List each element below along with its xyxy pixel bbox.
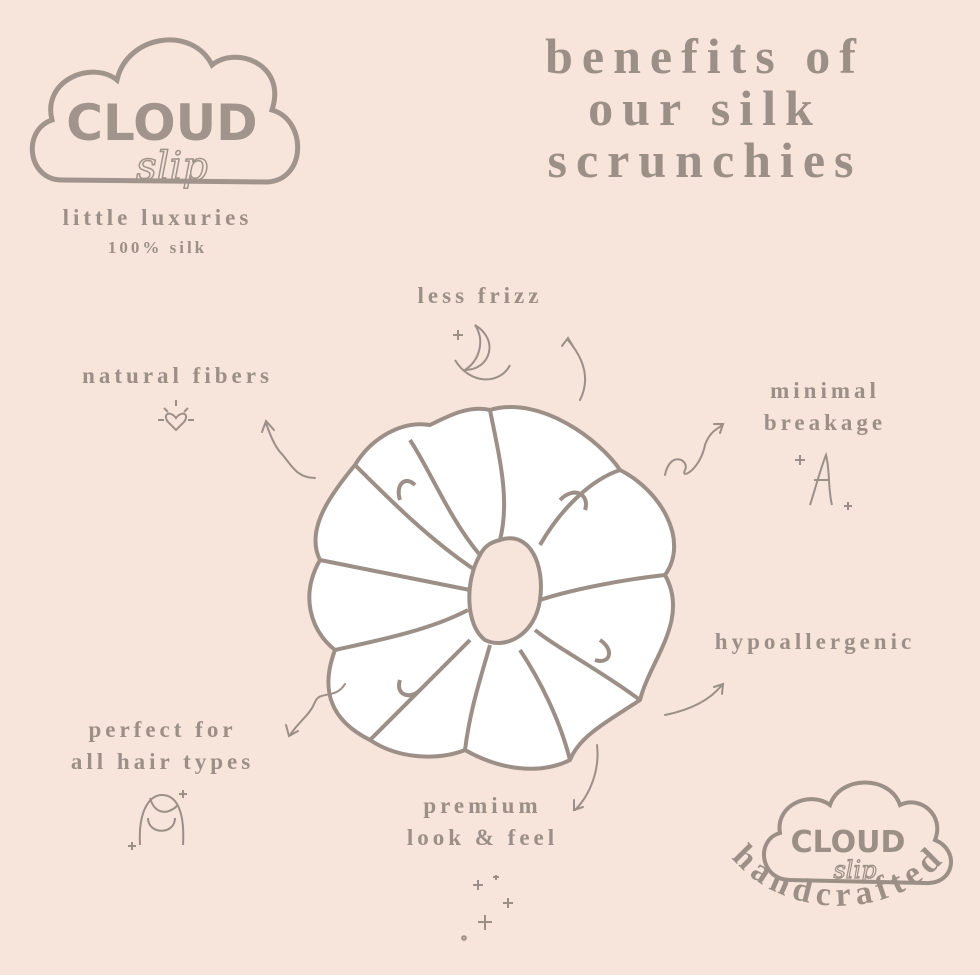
arrow-minimal-breakage xyxy=(664,424,723,476)
benefit-premium-line1: premium xyxy=(423,793,542,818)
benefit-hypoallergenic: hypoallergenic xyxy=(714,629,916,654)
arrow-hypoallergenic xyxy=(664,684,723,716)
title-line-3: scrunchies xyxy=(547,132,863,188)
face-icon xyxy=(128,790,187,850)
scrunchie-icon xyxy=(307,405,677,771)
title-line-2: our silk xyxy=(588,80,822,136)
hair-strand-icon xyxy=(795,451,852,510)
benefit-perfect-line1: perfect for xyxy=(88,717,237,742)
benefit-minimal-line2: breakage xyxy=(763,410,887,435)
svg-text:slip: slip xyxy=(833,856,876,884)
sparkles-icon xyxy=(461,875,513,941)
title-line-1: benefits of xyxy=(545,28,865,84)
benefit-perfect-line2: all hair types xyxy=(70,749,255,774)
benefit-natural-fibers: natural fibers xyxy=(82,363,273,388)
brand-logo: CLOUD slip xyxy=(22,20,302,210)
benefit-premium: premium look & feel xyxy=(380,790,585,854)
page-title: benefits of our silk scrunchies xyxy=(470,30,940,186)
handcrafted-stamp-icon: CLOUD slip handcrafted xyxy=(725,780,953,914)
arrow-less-frizz xyxy=(567,339,587,401)
benefit-premium-line2: look & feel xyxy=(406,825,559,850)
heart-icon xyxy=(158,400,194,432)
tagline: little luxuries xyxy=(62,205,253,230)
svg-text:CLOUD: CLOUD xyxy=(66,94,257,152)
arrow-perfect-hair xyxy=(289,683,346,736)
svg-text:CLOUD: CLOUD xyxy=(791,825,906,860)
moon-icon xyxy=(453,324,511,381)
benefit-minimal-breakage: minimal breakage xyxy=(730,375,920,439)
material-text: 100% silk xyxy=(107,238,208,257)
cloud-logo-icon: CLOUD slip xyxy=(29,37,301,191)
arrow-premium xyxy=(574,744,599,811)
benefit-less-frizz: less frizz xyxy=(417,283,543,308)
arrows-group xyxy=(261,336,725,812)
arrow-natural-fibers xyxy=(265,422,316,479)
benefit-minimal-line1: minimal xyxy=(770,378,880,403)
benefit-perfect-hair: perfect for all hair types xyxy=(30,714,295,778)
svg-text:slip: slip xyxy=(136,144,208,190)
